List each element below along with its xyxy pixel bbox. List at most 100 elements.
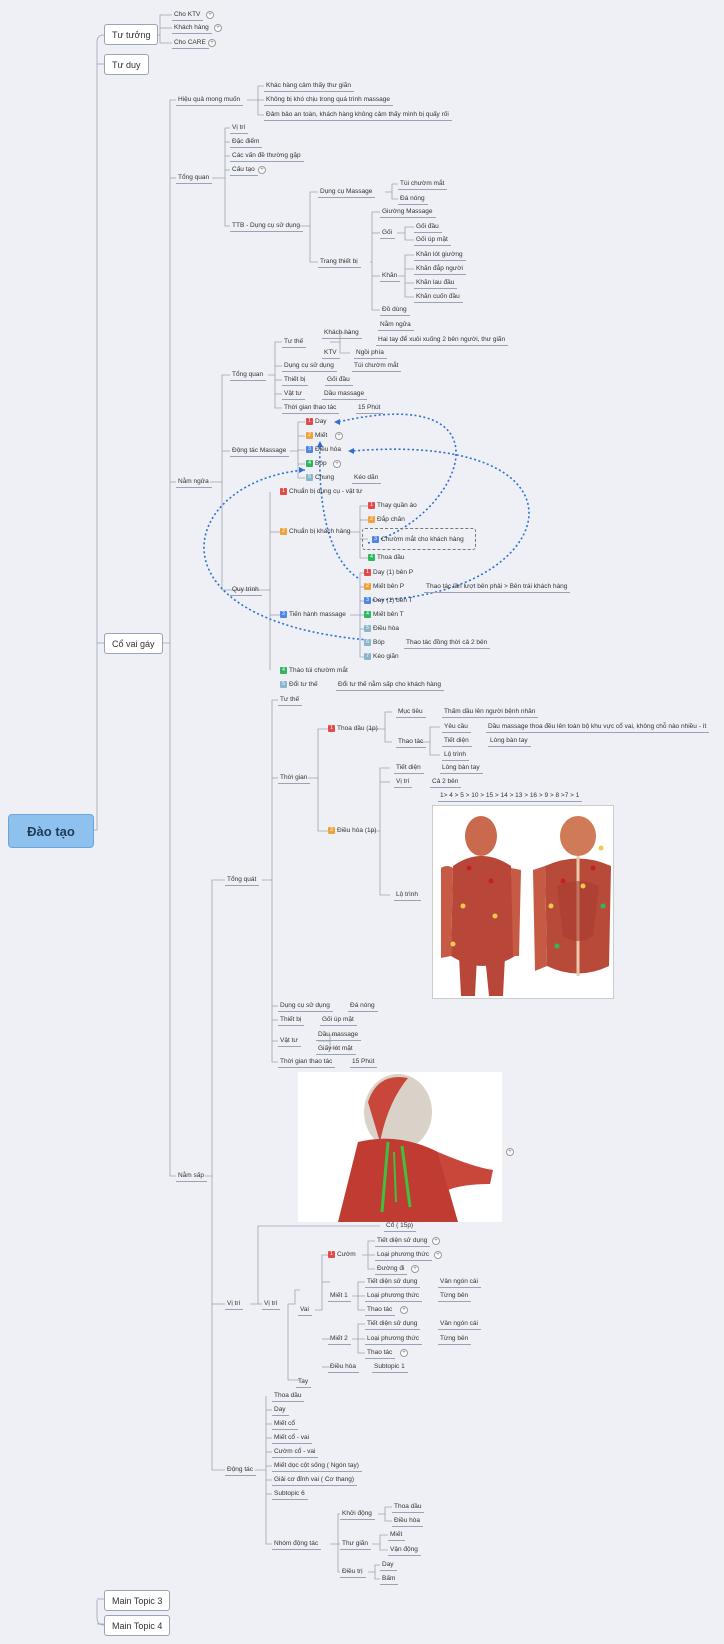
node[interactable]: Thoa dầu [272,1391,305,1402]
node[interactable]: Lộ trình [394,890,422,901]
node[interactable]: Trang thiết bị [318,257,361,268]
node[interactable]: Giải cơ đỉnh vai ( Cơ thang) [272,1475,358,1486]
neck-anatomy-image[interactable] [298,1072,502,1222]
node[interactable]: Khách hàng [322,328,362,339]
node[interactable]: Vị trí [230,123,249,134]
node[interactable]: Thấm dầu lên người bệnh nhân [442,707,539,718]
node[interactable]: Gối úp mặt [320,1015,357,1026]
node[interactable]: Túi chườm mắt [352,361,402,372]
node[interactable]: Tổng quát [225,875,260,886]
node[interactable]: Khác hàng cảm thấy thư giãn [264,81,354,92]
node[interactable]: Đường đi [375,1264,408,1275]
expand-icon[interactable]: + [411,1265,419,1273]
muscle-anatomy-image[interactable] [432,805,614,999]
expand-icon[interactable]: + [400,1306,408,1314]
node[interactable]: 15 Phút [356,403,384,414]
node[interactable]: Tiết diện [442,736,472,747]
node[interactable]: Cườm cổ - vai [272,1447,319,1458]
node[interactable]: Thiết bị [282,375,309,386]
node[interactable]: Gối đầu [325,375,353,386]
node[interactable]: Cấu tạo [230,165,258,176]
node[interactable]: Vị trí [394,777,413,788]
node[interactable]: Thời gian thao tác [282,403,340,414]
node[interactable]: Tổng quan [176,173,213,184]
node[interactable]: Đồ dùng [380,305,410,316]
node[interactable]: Vân ngón cái [438,1277,481,1288]
node[interactable]: Mục tiêu [396,707,426,718]
node[interactable]: Lộ trình [442,750,470,761]
topic-main-3[interactable]: Main Topic 3 [104,1590,171,1611]
node[interactable]: Kéo dãn [352,473,382,484]
node[interactable]: Tổng quan [230,370,267,381]
node[interactable]: Tiết diện sử dụng [375,1236,431,1247]
node[interactable]: Miết cổ [272,1419,298,1430]
node[interactable]: Vân ngón cái [438,1319,481,1330]
node[interactable]: Quy trình [230,585,262,596]
node[interactable]: Thời gian [278,773,311,784]
node[interactable]: Khăn lau đầu [414,278,458,289]
node[interactable]: Thoa dầu [392,1502,425,1513]
node[interactable]: 1> 4 > 5 > 10 > 15 > 14 > 13 > 16 > 9 > … [438,791,583,802]
node[interactable]: Vật tư [282,389,305,400]
node[interactable]: Tư thế [278,695,303,706]
node[interactable]: Dụng cụ Massage [318,187,376,198]
node[interactable]: Loại phương thức [365,1291,422,1302]
topic-tu-tuong[interactable]: Tư tưởng [104,24,159,45]
node[interactable]: Túi chườm mắt [398,179,448,190]
node[interactable]: Đá nóng [348,1001,378,1012]
node[interactable]: Lòng bàn tay [488,736,531,747]
node[interactable]: Tay [296,1377,312,1388]
node[interactable]: Miết [388,1530,406,1541]
node[interactable]: Đảm bảo an toàn, khách hàng không cảm th… [264,110,452,121]
node[interactable]: KTV [322,348,340,359]
node[interactable]: Ngồi phía [354,348,387,359]
node[interactable]: Thao tác [365,1348,396,1359]
expand-icon[interactable]: + [434,1251,442,1259]
node[interactable]: Hai tay để xuôi xuống 2 bên người, thư g… [376,335,509,346]
topic-co-vai-gay[interactable]: Cổ vai gáy [104,633,163,654]
node[interactable]: Dầu massage [316,1030,362,1041]
node[interactable]: Nằm ngửa [176,477,212,488]
node[interactable]: Subtopic 6 [272,1489,308,1500]
node[interactable]: Hiệu quả mong muốn [176,95,244,106]
node[interactable]: Khăn đắp người [414,264,466,275]
node-cho-ktv[interactable]: Cho KTV [172,10,204,21]
node[interactable]: Vật tư [278,1036,301,1047]
node[interactable]: Dầu massage thoa đều lên toàn bộ khu vực… [486,722,710,733]
node[interactable]: Yêu cầu [442,722,471,733]
node[interactable]: Khởi động [340,1509,375,1520]
node[interactable]: Subtopic 1 [372,1362,408,1373]
node[interactable]: Các vấn đề thường gặp [230,151,304,162]
node[interactable]: Giấy lót mặt [316,1044,356,1055]
node[interactable]: Day [272,1405,289,1416]
expand-icon[interactable]: + [432,1237,440,1245]
node[interactable]: Thiết bị [278,1015,305,1026]
node[interactable]: Điều trị [340,1567,366,1578]
node[interactable]: Tiết diện sử dụng [365,1277,421,1288]
node[interactable]: Thao tác đồng thời cả 2 bên [404,638,491,649]
node[interactable]: Lòng bàn tay [440,763,483,774]
node[interactable]: Từng bên [438,1291,472,1302]
node[interactable]: Điều hòa [392,1516,424,1527]
node[interactable]: Vai [298,1305,312,1316]
node[interactable]: Dụng cụ sử dụng [278,1001,333,1012]
node[interactable]: Khăn [380,271,401,282]
node[interactable]: Đổi tư thế nằm sấp cho khách hàng [336,680,444,691]
node[interactable]: Gối úp mặt [414,235,451,246]
